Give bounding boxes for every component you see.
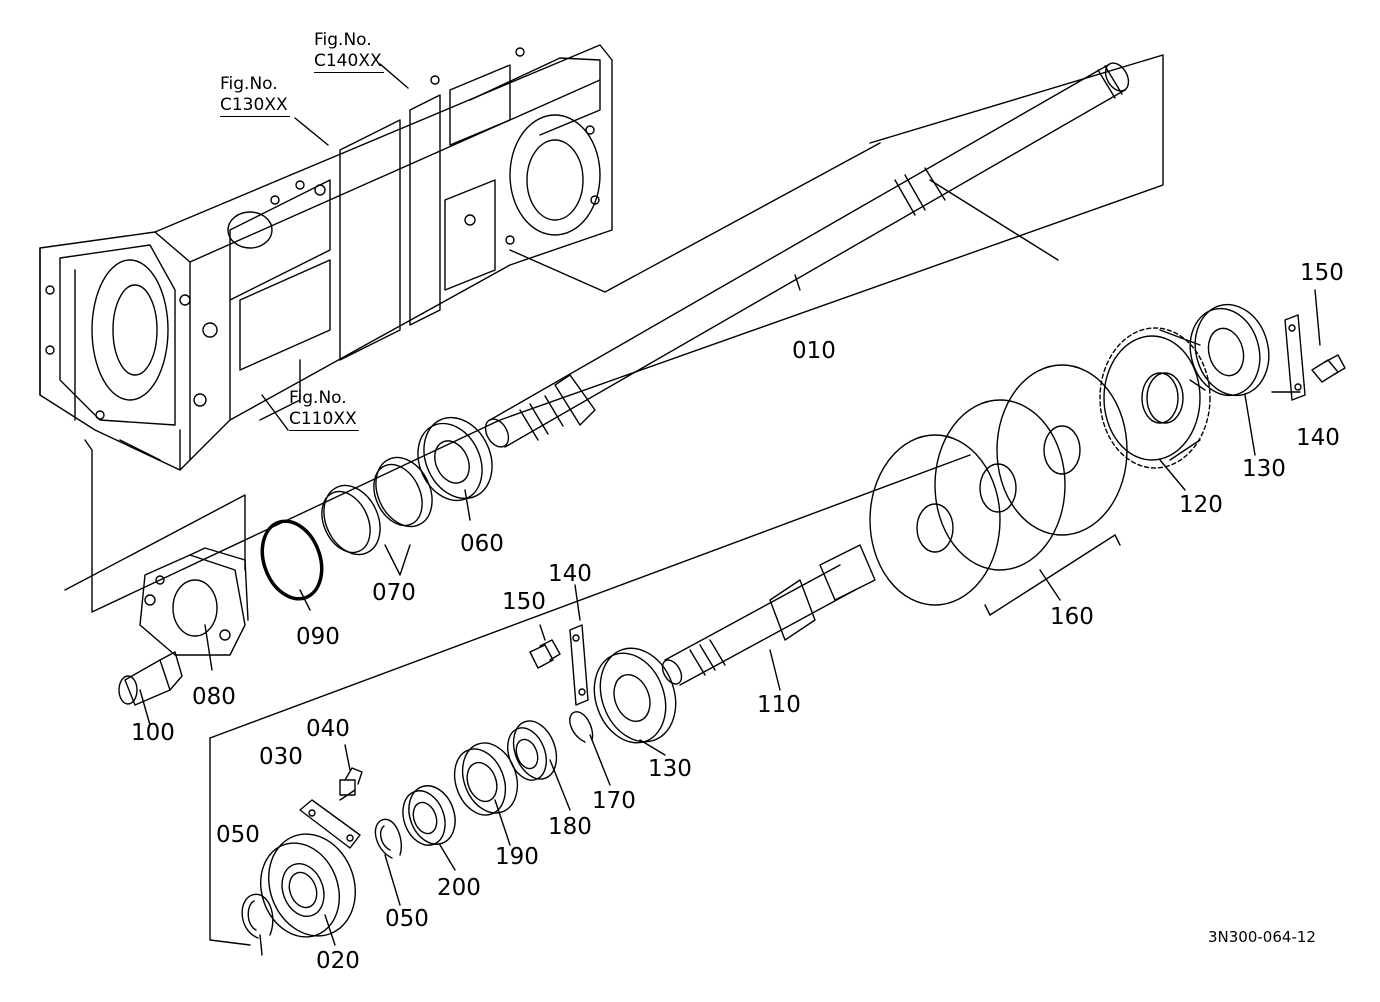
callout-080: 080 xyxy=(192,684,236,710)
lock-plate-140b xyxy=(569,624,589,706)
callout-020: 020 xyxy=(316,948,360,974)
callout-110: 110 xyxy=(757,692,801,718)
bolt-040 xyxy=(339,767,363,796)
callout-150-b: 150 xyxy=(502,589,546,615)
callout-040: 040 xyxy=(306,716,350,742)
leader-lines xyxy=(64,54,1321,956)
callout-050-a: 050 xyxy=(216,822,260,848)
plug-100 xyxy=(118,651,183,706)
discs-160 xyxy=(869,364,1128,606)
callout-180: 180 xyxy=(548,814,592,840)
callout-090: 090 xyxy=(296,624,340,650)
snap-ring-170 xyxy=(569,711,594,743)
callout-120: 120 xyxy=(1179,492,1223,518)
bearing-060 xyxy=(417,416,493,502)
shaft-110 xyxy=(661,544,876,686)
callout-010: 010 xyxy=(792,338,836,364)
bearing-housing-080 xyxy=(139,547,249,656)
seal-070 xyxy=(321,456,433,556)
callout-130-b: 130 xyxy=(648,756,692,782)
figure-ref-title: Fig.No. xyxy=(289,388,347,408)
callout-100: 100 xyxy=(131,720,175,746)
needle-bearing-180 xyxy=(507,720,558,781)
callout-130-a: 130 xyxy=(1242,456,1286,482)
callout-170: 170 xyxy=(592,788,636,814)
callout-060: 060 xyxy=(460,531,504,557)
callout-140-b: 140 xyxy=(548,561,592,587)
callout-050-b: 050 xyxy=(385,906,429,932)
figure-ref-code: C130XX xyxy=(220,95,290,117)
lock-plate-030 xyxy=(299,799,361,849)
o-ring-090 xyxy=(260,519,324,601)
callout-140-a: 140 xyxy=(1296,425,1340,451)
bolt-150b xyxy=(529,639,561,669)
callout-070: 070 xyxy=(372,580,416,606)
transmission-housing xyxy=(39,44,613,471)
bolt-150a xyxy=(1311,354,1346,383)
main-shaft-010 xyxy=(484,62,1130,448)
figure-ref-title: Fig.No. xyxy=(314,30,372,50)
bearing-020 xyxy=(259,833,356,938)
callout-160: 160 xyxy=(1050,604,1094,630)
callout-200: 200 xyxy=(437,875,481,901)
callout-150-a: 150 xyxy=(1300,260,1344,286)
callout-190: 190 xyxy=(495,844,539,870)
needle-bearing-200 xyxy=(402,785,456,846)
figure-ref-code: C140XX xyxy=(314,51,384,73)
lock-plate-140a xyxy=(1284,314,1306,401)
figure-ref-c130: Fig.No. C130XX xyxy=(220,74,290,117)
bearing-130b xyxy=(593,647,677,744)
figure-ref-c140: Fig.No. C140XX xyxy=(314,30,384,73)
callout-030: 030 xyxy=(259,744,303,770)
figure-ref-code: C110XX xyxy=(289,409,359,431)
bearing-130a xyxy=(1189,303,1270,397)
snap-ring-050b xyxy=(374,818,402,859)
figure-ref-c110: Fig.No. C110XX xyxy=(289,388,359,431)
document-number: 3N300-064-12 xyxy=(1208,928,1316,946)
figure-ref-title: Fig.No. xyxy=(220,74,278,94)
snap-ring-050a xyxy=(241,893,274,939)
collar-190 xyxy=(453,742,519,816)
gear-120 xyxy=(1099,327,1211,469)
